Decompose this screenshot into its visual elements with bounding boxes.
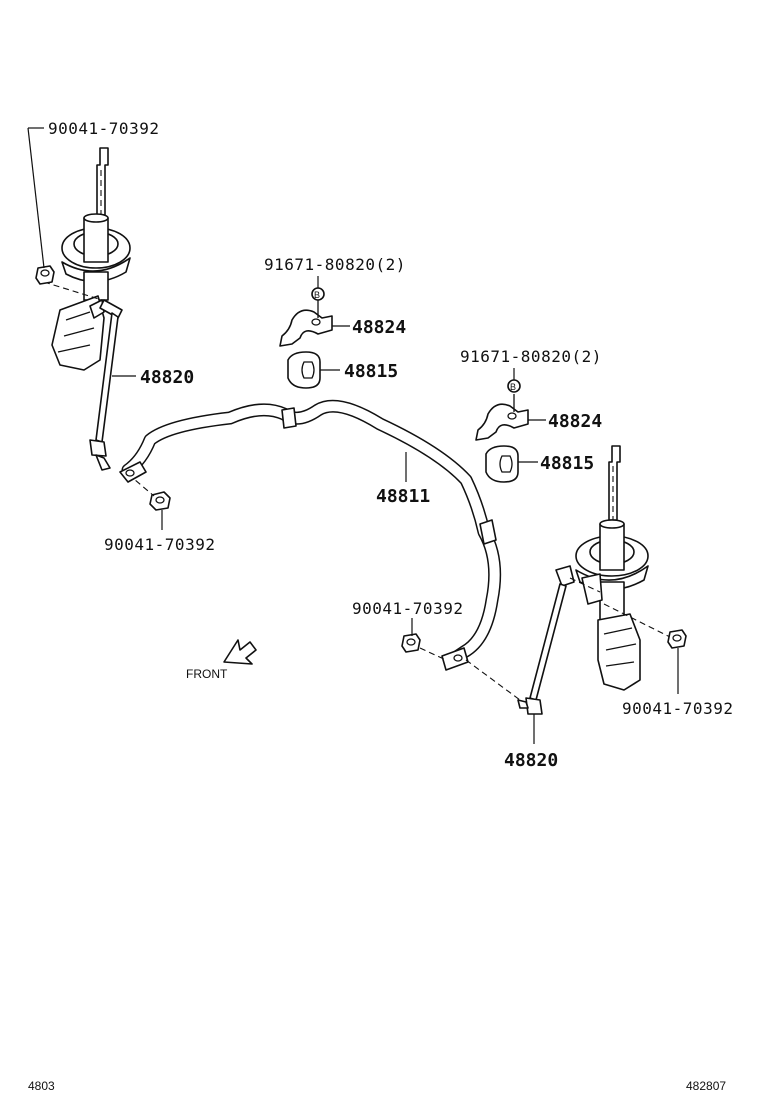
left-strut-assembly xyxy=(43,147,131,371)
bracket-left xyxy=(279,300,333,347)
svg-text:B: B xyxy=(314,290,320,300)
label-link-left: 48820 xyxy=(140,367,194,388)
svg-text:B: B xyxy=(510,382,516,392)
label-nut-right: 90041-70392 xyxy=(622,699,733,718)
label-nut-mid-left: 90041-70392 xyxy=(104,535,215,554)
label-nut-mid-right: 90041-70392 xyxy=(352,599,463,618)
stabilizer-bar xyxy=(119,399,502,671)
bushing-right xyxy=(485,445,519,483)
nut-right xyxy=(667,629,687,649)
front-label: FRONT xyxy=(186,667,228,681)
nut-top-left xyxy=(35,265,55,285)
label-nut-top-left: 90041-70392 xyxy=(48,119,159,138)
label-stabilizer-bar: 48811 xyxy=(376,486,430,507)
footer-right-code: 482807 xyxy=(686,1079,726,1093)
label-bushing-right: 48815 xyxy=(540,453,594,474)
label-bolt-left: 91671-80820(2) xyxy=(264,255,406,274)
label-bushing-left: 48815 xyxy=(344,361,398,382)
stabilizer-link-left xyxy=(89,299,123,471)
bracket-right xyxy=(475,394,529,441)
front-arrow-icon xyxy=(223,639,257,665)
nut-mid-right xyxy=(401,633,447,661)
right-strut-assembly xyxy=(575,445,673,691)
bushing-left xyxy=(287,351,321,389)
bolt-marker-left: B xyxy=(311,287,325,301)
label-bolt-right: 91671-80820(2) xyxy=(460,347,602,366)
leader-lines xyxy=(27,127,679,744)
label-link-right: 48820 xyxy=(504,750,558,771)
label-bracket-right: 48824 xyxy=(548,411,602,432)
footer-left-code: 4803 xyxy=(28,1079,55,1093)
stabilizer-link-right xyxy=(465,565,601,715)
bolt-marker-right: B xyxy=(507,379,521,393)
label-bracket-left: 48824 xyxy=(352,317,406,338)
